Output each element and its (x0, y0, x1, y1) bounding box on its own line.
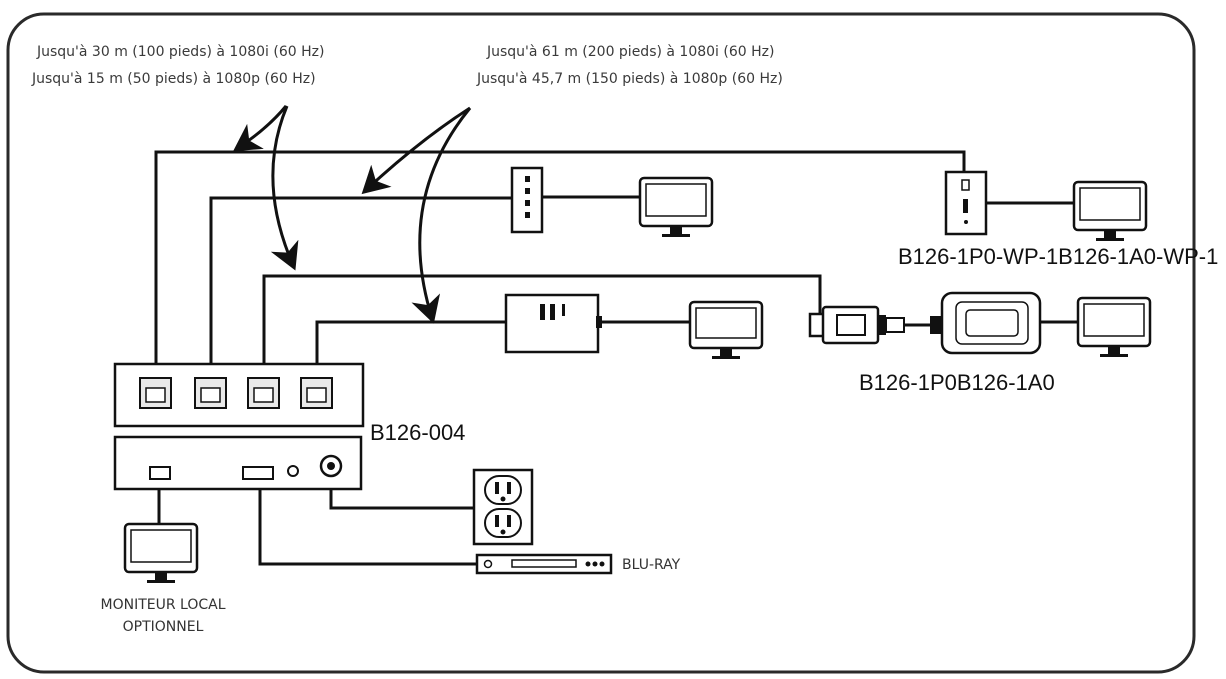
power-outlet-icon (472, 468, 534, 546)
cable-hdmi-out-to-bluray (258, 476, 476, 566)
splitter-model-label: B126-004 (370, 420, 465, 445)
right-arrow-to-cable-4 (411, 107, 472, 324)
left-arrow-to-cable-1 (233, 105, 288, 152)
cable-port-1 (154, 150, 966, 378)
diagram-frame (6, 12, 1196, 674)
cable-port-2 (209, 196, 512, 378)
monitor-icon-middle-right (1076, 296, 1152, 357)
wallplate-receiver (944, 170, 988, 236)
rj45-port-3 (247, 377, 280, 409)
rj45-port-2 (194, 377, 227, 409)
hdmi-in-port (242, 466, 274, 480)
callout-arrows (233, 105, 472, 324)
monitor-icon-top-middle (638, 176, 714, 237)
splitter-ports-panel (113, 362, 365, 428)
extender-models-label: B126-1P0B126-1A0 (859, 370, 1055, 395)
splitter-io-panel (113, 435, 363, 491)
bluray-label: BLU-RAY (622, 557, 681, 573)
wallplate-models-label: B126-1P0-WP-1B126-1A0-WP-1 (898, 244, 1218, 269)
extender-adapter (808, 305, 946, 345)
local-monitor-label-line2: OPTIONNEL (123, 619, 204, 635)
cable-port-3 (262, 274, 822, 378)
right-arrow-to-cable-2 (361, 106, 471, 195)
distance-note-right-1080p: Jusqu'à 45,7 m (150 pieds) à 1080p (60 H… (476, 71, 783, 87)
hdmi-local-out-port (149, 466, 171, 480)
distance-note-left-1080i: Jusqu'à 30 m (100 pieds) à 1080i (60 Hz) (36, 44, 324, 60)
monitor-icon-top-right (1072, 180, 1148, 241)
extender-receiver-box (940, 291, 1042, 355)
left-arrow-to-cable-3 (270, 105, 299, 271)
cable-port-4 (315, 320, 506, 378)
monitor-icon-local (123, 522, 199, 583)
audio-jack (287, 465, 299, 477)
cable-runs (154, 150, 1078, 566)
distance-note-left-1080p: Jusqu'à 15 m (50 pieds) à 1080p (60 Hz) (31, 71, 316, 87)
rj45-port-1 (139, 377, 172, 409)
rj45-port-4 (300, 377, 333, 409)
distance-note-right-1080i: Jusqu'à 61 m (200 pieds) à 1080i (60 Hz) (486, 44, 774, 60)
receiver-top-wallplate (510, 166, 544, 234)
receiver-box (504, 293, 602, 354)
local-monitor-label-line1: MONITEUR LOCAL (101, 597, 226, 613)
bluray-player-icon (475, 553, 613, 575)
monitor-icon-middle (688, 300, 764, 359)
